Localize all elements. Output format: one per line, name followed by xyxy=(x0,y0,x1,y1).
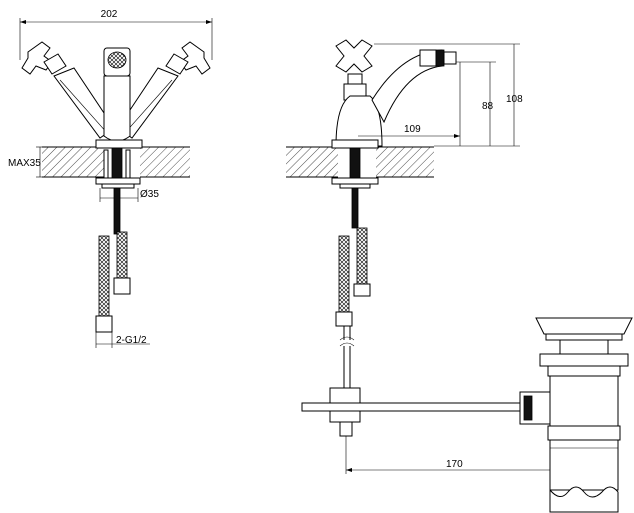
dim-hole-diameter-label: Ø35 xyxy=(140,189,159,200)
dim-max-thickness-label: MAX35 xyxy=(8,158,41,169)
dim-hole-diameter: Ø35 xyxy=(99,188,159,202)
dim-reach-label: 109 xyxy=(404,124,421,135)
front-fitting-left xyxy=(95,315,113,333)
front-view: 202 MAX35 xyxy=(8,9,213,348)
waste-drain xyxy=(519,317,633,513)
side-hose-left xyxy=(338,235,350,313)
dim-max-thickness: MAX35 xyxy=(8,146,44,178)
side-base xyxy=(331,139,379,149)
dim-total-height: 108 xyxy=(374,43,523,147)
side-handle xyxy=(335,39,373,101)
front-fitting-right xyxy=(113,277,131,295)
side-view: 109 88 108 xyxy=(286,39,633,513)
left-handle xyxy=(21,41,115,139)
side-shank xyxy=(349,147,361,181)
side-nut xyxy=(331,177,379,185)
dim-rod-length-label: 170 xyxy=(446,459,463,470)
front-hose-left xyxy=(98,235,110,317)
side-body xyxy=(335,95,383,147)
side-hose-right xyxy=(356,227,368,285)
dim-connection-label: 2-G1/2 xyxy=(116,335,147,346)
dim-reach: 109 xyxy=(358,124,460,138)
drain-cap xyxy=(535,317,633,335)
horizontal-rod xyxy=(301,402,533,412)
dim-overall-width-label: 202 xyxy=(101,9,118,20)
right-handle xyxy=(117,41,211,139)
front-nut xyxy=(95,177,141,185)
popup-linkage xyxy=(301,387,533,474)
front-base xyxy=(95,139,143,149)
dim-spout-height-label: 88 xyxy=(482,101,494,112)
center-spout xyxy=(103,47,131,142)
dim-rod-length: 170 xyxy=(346,440,583,474)
drain-tail xyxy=(549,486,619,513)
dim-overall-width: 202 xyxy=(19,9,213,60)
dim-spout-height: 88 xyxy=(456,61,496,146)
front-shank xyxy=(111,147,123,181)
front-hose-right xyxy=(116,231,128,279)
dim-connection: 2-G1/2 xyxy=(95,332,150,348)
dim-total-height-label: 108 xyxy=(506,94,523,105)
front-rod xyxy=(113,187,121,235)
